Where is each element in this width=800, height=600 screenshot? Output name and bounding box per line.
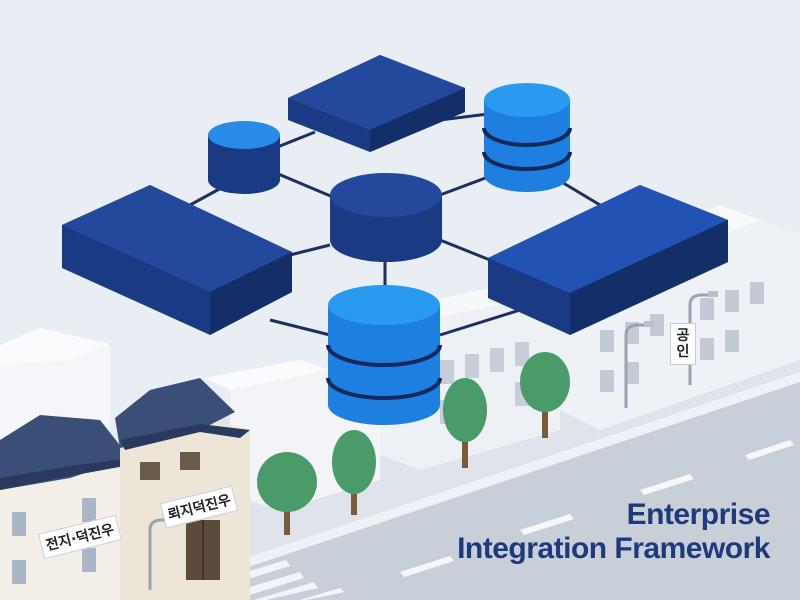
title-line-2: Integration Framework	[457, 531, 770, 565]
server-block-top	[288, 55, 465, 152]
database-small	[208, 121, 280, 194]
database-center	[330, 173, 442, 262]
database-stack-bottom	[326, 285, 442, 425]
street-lamp-right	[688, 291, 718, 385]
hanok-building-left	[0, 415, 130, 600]
server-block-left	[62, 185, 292, 335]
server-block-right	[488, 185, 728, 335]
title-block: Enterprise Integration Framework	[457, 498, 770, 565]
pole-sign-right: 공인	[670, 323, 696, 366]
street-lamp-middle	[624, 321, 654, 408]
curb	[120, 372, 800, 600]
tree-4	[520, 352, 570, 438]
tree-2	[332, 430, 376, 515]
tree-3	[443, 378, 487, 468]
lane-markings	[300, 440, 794, 600]
title-line-1: Enterprise	[626, 498, 771, 531]
tree-1	[257, 452, 317, 535]
database-stack-right	[482, 83, 572, 192]
